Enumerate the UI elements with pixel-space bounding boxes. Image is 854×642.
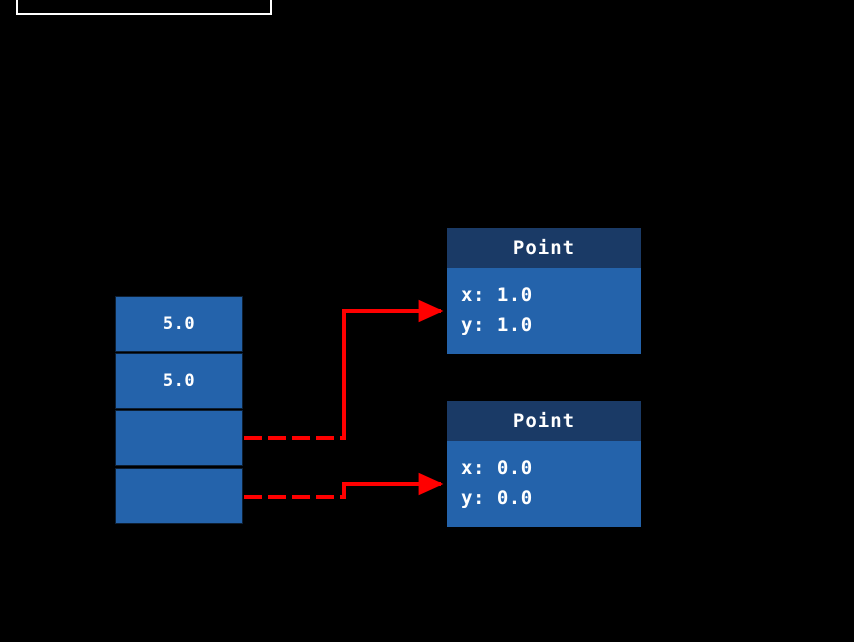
object-title: Point [447, 228, 641, 268]
clipped-outline-frame [16, 0, 272, 15]
object-field-y: y: 0.0 [461, 487, 533, 509]
object-field-y: y: 1.0 [461, 314, 533, 336]
stack-cell[interactable]: 5.0 [115, 296, 243, 352]
stack-cell-value: 5.0 [162, 314, 196, 334]
reference-arrow-cell3-to-point1 [244, 299, 444, 440]
stack-cell[interactable] [115, 468, 243, 524]
variable-stack: 5.0 5.0 [115, 296, 243, 526]
object-field-x: x: 1.0 [461, 284, 533, 306]
object-box-point-2[interactable]: Point x: 0.0 y: 0.0 [447, 401, 641, 527]
stack-cell[interactable]: 5.0 [115, 353, 243, 409]
object-fields: x: 1.0 y: 1.0 [447, 268, 641, 354]
stack-cell-value: 5.0 [162, 371, 196, 391]
reference-arrow-cell4-to-point2 [244, 472, 444, 499]
object-fields: x: 0.0 y: 0.0 [447, 441, 641, 527]
object-box-point-1[interactable]: Point x: 1.0 y: 1.0 [447, 228, 641, 354]
object-title: Point [447, 401, 641, 441]
object-field-x: x: 0.0 [461, 457, 533, 479]
stack-cell[interactable] [115, 410, 243, 466]
